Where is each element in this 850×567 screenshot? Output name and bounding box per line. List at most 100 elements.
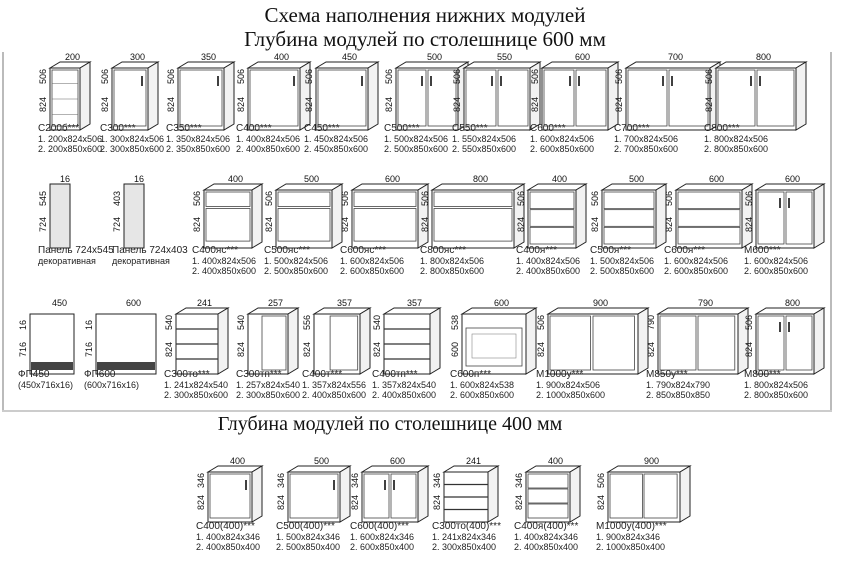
width-dimension: 16: [60, 174, 71, 184]
height-dimension: 824: [264, 216, 274, 232]
module-drawing: [394, 61, 470, 131]
module-size-2: 2. 600х850х600: [340, 266, 405, 276]
height-dimension: 824: [704, 96, 714, 112]
module-size-2: 2. 700х850х600: [614, 144, 679, 154]
module-size-2: 2. 600х850х400: [350, 542, 415, 552]
depth-dimension: 506: [236, 68, 246, 84]
width-dimension: 400: [274, 52, 290, 62]
module-size-1: 1. 800х824х506: [744, 380, 809, 390]
height-dimension: 824: [350, 494, 360, 510]
depth-dimension: 16: [84, 319, 94, 330]
depth-dimension: 538: [450, 314, 460, 330]
module-drawing: [656, 307, 750, 375]
module-drawing: [314, 61, 380, 131]
module-drawing: [176, 61, 236, 131]
module-size-1: (600х716х16): [84, 380, 140, 390]
module-drawing: [206, 465, 264, 523]
module-drawing: [674, 183, 754, 249]
module-size-1: 1. 400х824х346: [196, 532, 261, 542]
module-size-1: 1. 300х824х506: [100, 134, 165, 144]
module-drawing: [274, 183, 344, 249]
height-dimension: 824: [302, 341, 312, 357]
height-dimension: 824: [192, 216, 202, 232]
module-name: С400тп***: [372, 369, 418, 380]
module-size-1: 1. 600х824х538: [450, 380, 515, 390]
module-name: Панель 724х403: [112, 245, 188, 256]
width-dimension: 800: [756, 52, 772, 62]
divider-right: [830, 52, 832, 412]
height-dimension: 824: [646, 341, 656, 357]
divider-left: [2, 52, 4, 412]
module-size-2: 2. 850х850х850: [646, 390, 711, 400]
module-size-1: 1. 400х824х506: [516, 256, 581, 266]
module-name: С800***: [704, 123, 740, 134]
depth-dimension: 346: [514, 472, 524, 488]
module-size-1: 1. 800х824х506: [704, 134, 769, 144]
width-dimension: 800: [785, 298, 801, 308]
width-dimension: 700: [668, 52, 684, 62]
module-size-1: 1. 600х824х506: [664, 256, 729, 266]
module-name: С400я(400)***: [514, 521, 579, 532]
module-size-2: 2. 500х850х400: [276, 542, 341, 552]
module-name: М1000у(400)***: [596, 521, 667, 532]
module-size-2: 2. 400х850х600: [236, 144, 301, 154]
module-drawing: [430, 183, 526, 249]
module-size-2: 2. 400х850х400: [514, 542, 579, 552]
module-size-1: 1. 400х824х346: [514, 532, 579, 542]
module-size-1: 1. 241х824х346: [432, 532, 497, 542]
module-size-2: 2. 500х850х600: [384, 144, 449, 154]
module-drawing: [526, 183, 588, 249]
depth-dimension: 506: [452, 68, 462, 84]
module-drawing: [606, 465, 692, 523]
module-drawing: [202, 183, 264, 249]
module-size-1: (450х716х16): [18, 380, 74, 390]
width-dimension: 400: [548, 456, 564, 466]
width-dimension: 600: [494, 298, 510, 308]
depth-dimension: 506: [614, 68, 624, 84]
width-dimension: 241: [197, 298, 213, 308]
width-dimension: 350: [201, 52, 217, 62]
height-dimension: 716: [84, 341, 94, 357]
module-size-2: 2. 300х850х400: [432, 542, 497, 552]
module-size-1: 1. 357х824х540: [372, 380, 437, 390]
module-name: С600***: [530, 123, 566, 134]
module-name: С800яс***: [420, 245, 466, 256]
module-drawing: [460, 307, 538, 375]
module-name: С350***: [166, 123, 202, 134]
module-size-2: 2. 200х850х600: [38, 144, 103, 154]
module-drawing: [382, 307, 442, 375]
module-drawing: [360, 465, 430, 523]
height-dimension: 824: [236, 96, 246, 112]
module-name: М600***: [744, 245, 781, 256]
module-size-2: 2. 600х850х600: [530, 144, 595, 154]
depth-dimension: 506: [420, 190, 430, 206]
module-size-1: 1. 790х824х790: [646, 380, 711, 390]
height-dimension: 824: [196, 494, 206, 510]
module-name: С400***: [236, 123, 272, 134]
depth-dimension: 506: [192, 190, 202, 206]
width-dimension: 600: [390, 456, 406, 466]
module-name: С600яс***: [340, 245, 386, 256]
module-size-1: 1. 357х824х556: [302, 380, 367, 390]
module-size-1: 1. 900х824х346: [596, 532, 661, 542]
module-drawing: [524, 465, 582, 523]
